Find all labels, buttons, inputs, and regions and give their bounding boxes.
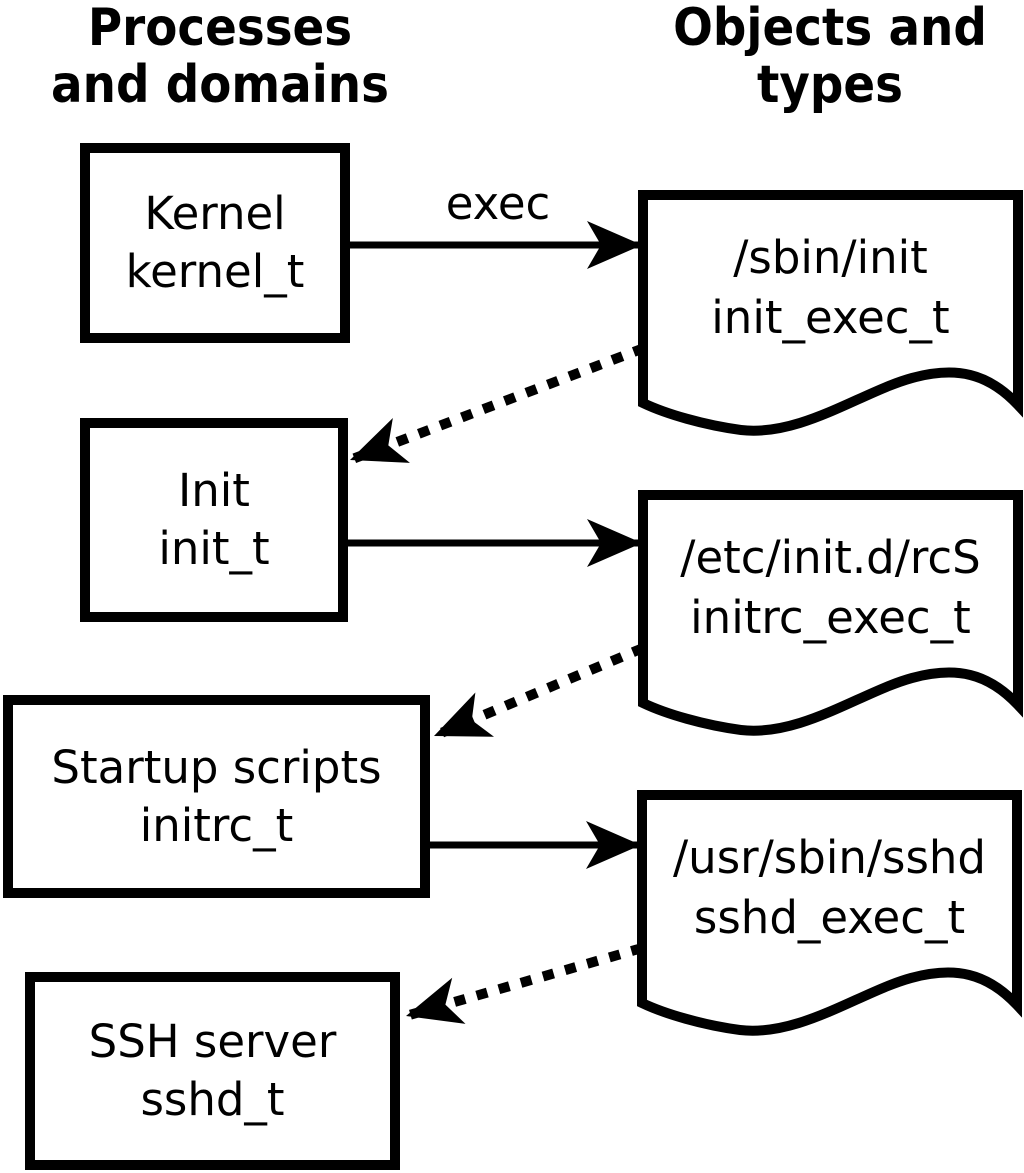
process-domain: init_t [158, 522, 270, 575]
document-shape [638, 190, 1023, 436]
process-node-kernel: Kernel kernel_t [80, 143, 350, 343]
object-node-usr-sbin-sshd: /usr/sbin/sshd sshd_exec_t [637, 790, 1024, 1050]
header-line: types [757, 55, 903, 115]
header-line: Objects and [673, 0, 987, 58]
document-shape [637, 790, 1022, 1036]
transition-arrow-sbin-init-to-init [348, 343, 646, 465]
object-label: /etc/init.d/rcS initrc_exec_t [638, 480, 1023, 695]
object-node-sbin-init: /sbin/init init_exec_t [638, 190, 1024, 450]
process-name: Kernel [144, 187, 286, 240]
document-shape [638, 490, 1023, 736]
process-name: Startup scripts [51, 740, 382, 794]
transition-arrow-sshd-to-ssh-server [404, 943, 644, 1024]
header-line: Processes [87, 0, 353, 58]
object-path: /usr/sbin/sshd [673, 830, 986, 884]
column-header-objects: Objects and types [641, 0, 1019, 114]
object-type: sshd_exec_t [693, 890, 966, 944]
object-path: /etc/init.d/rcS [680, 530, 981, 584]
process-node-startup-scripts: Startup scripts initrc_t [3, 695, 430, 898]
process-domain: sshd_t [140, 1073, 285, 1126]
object-node-etc-initd-rcs: /etc/init.d/rcS initrc_exec_t [638, 490, 1024, 750]
process-domain: initrc_t [139, 798, 294, 852]
column-header-processes: Processes and domains [31, 0, 409, 114]
object-type: init_exec_t [711, 290, 950, 344]
object-label: /usr/sbin/sshd sshd_exec_t [637, 780, 1022, 995]
transition-arrow-rcs-to-startup [432, 643, 645, 741]
process-node-init: Init init_t [80, 418, 348, 622]
object-type: initrc_exec_t [690, 590, 971, 644]
process-domain: kernel_t [125, 245, 305, 298]
object-label: /sbin/init init_exec_t [638, 180, 1023, 395]
process-name: SSH server [88, 1015, 337, 1068]
exec-arrow-label: exec [445, 177, 551, 230]
process-name: Init [178, 464, 250, 517]
process-node-ssh-server: SSH server sshd_t [25, 972, 400, 1170]
object-path: /sbin/init [733, 230, 928, 284]
header-line: and domains [51, 55, 389, 115]
